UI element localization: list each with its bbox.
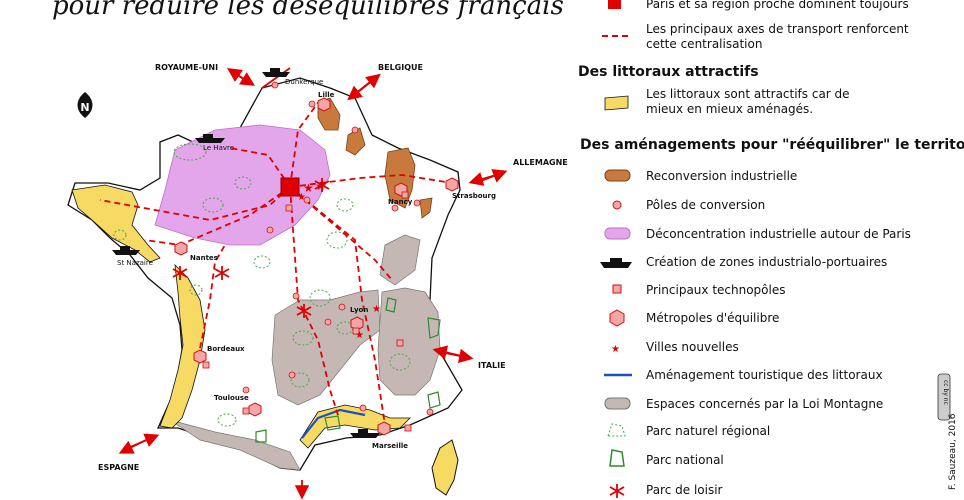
legend-littoraux-line1: Les littoraux sont attractifs car de <box>646 87 850 101</box>
label-nancy: Nancy <box>388 198 413 206</box>
technopoles <box>202 191 412 432</box>
conversion-poles <box>242 81 434 416</box>
legend-icon-ship <box>600 258 632 268</box>
legend: Paris et sa région proche dominent toujo… <box>578 0 964 498</box>
legend-icon-brown-area <box>604 169 631 182</box>
label-spain: ESPAGNE <box>98 463 139 472</box>
legend-item-tourisme: Aménagement touristique des littoraux <box>646 368 883 382</box>
label-belgium: BELGIQUE <box>378 63 423 72</box>
label-nantes: Nantes <box>190 254 218 262</box>
corsica-outline <box>431 439 459 496</box>
paris-square <box>280 177 300 197</box>
legend-icon-violet-area <box>604 227 631 240</box>
credit-text: F. Sauzeau, 2016 <box>948 413 958 490</box>
legend-item-technopoles: Principaux technopôles <box>646 283 786 297</box>
legend-item-villes-nouvelles: Villes nouvelles <box>646 340 739 354</box>
label-uk: ROYAUME-UNI <box>155 63 218 72</box>
legend-icon-square <box>612 284 622 294</box>
legend-icon-yellow-band <box>604 95 629 111</box>
reverse-arrows <box>127 72 497 449</box>
north-letter: N <box>80 101 89 114</box>
legend-icon-grey-area <box>604 397 631 410</box>
littoral-tourism-line <box>301 408 366 439</box>
svg-text:★: ★ <box>355 330 364 341</box>
legend-section-littoraux: Des littoraux attractifs <box>578 64 759 80</box>
label-germany: ALLEMAGNE <box>513 158 568 167</box>
label-st-nazaire: St Nazaire <box>117 259 153 267</box>
label-marseille: Marseille <box>372 442 408 450</box>
label-lille: Lille <box>318 91 335 99</box>
leisure-parks <box>172 178 330 318</box>
label-italy: ITALIE <box>478 361 506 370</box>
label-le-havre: Le Havre <box>203 144 234 152</box>
label-dunkerque: Dunkerque <box>285 78 323 86</box>
paris-deconcentration-area <box>154 124 331 246</box>
legend-axes-line2: cette centralisation <box>646 37 762 51</box>
legend-item-deconcentration: Déconcentration industrielle autour de P… <box>646 227 911 241</box>
credit-block: cc by nc F. Sauzeau, 2016 <box>937 373 958 490</box>
svg-text:★: ★ <box>303 181 314 195</box>
license-badge <box>937 373 951 421</box>
legend-section-amenagements: Des aménagements pour "rééquilibrer" le … <box>580 137 964 153</box>
legend-item-parc-national: Parc national <box>646 453 724 467</box>
legend-icon-red-star <box>609 484 625 498</box>
label-toulouse: Toulouse <box>214 394 249 402</box>
legend-item-poles: Pôles de conversion <box>646 198 765 212</box>
label-bordeaux: Bordeaux <box>207 345 245 353</box>
map-title: pour réduire les déséquilibres français <box>52 0 564 21</box>
svg-text:★: ★ <box>297 192 306 203</box>
legend-item-metropoles: Métropoles d'équilibre <box>646 311 779 325</box>
port-ships <box>112 68 380 438</box>
legend-axes-line1: Les principaux axes de transport renforc… <box>646 22 909 36</box>
label-lyon: Lyon <box>350 306 368 314</box>
legend-item-parc-loisir: Parc de loisir <box>646 483 723 497</box>
legend-icon-paris-square <box>608 0 621 9</box>
national-parks <box>255 297 441 443</box>
svg-text:★: ★ <box>372 304 381 315</box>
legend-icon-small-star: ★ <box>611 344 620 355</box>
legend-icon-green-outline <box>609 449 625 467</box>
legend-icon-circle <box>612 200 622 210</box>
regional-parks <box>113 143 411 427</box>
legend-item-ports: Création de zones industrialo-portuaires <box>646 255 887 269</box>
legend-item-pnr: Parc naturel régional <box>646 424 770 438</box>
metropoles <box>174 97 459 436</box>
legend-icon-hexagon <box>609 309 625 327</box>
legend-icon-dotted-green <box>607 423 626 437</box>
license-badge-text: cc by nc <box>942 380 949 405</box>
legend-item-reconversion: Reconversion industrielle <box>646 169 797 183</box>
attractive-coasts <box>71 184 411 449</box>
north-symbol: N <box>77 92 93 118</box>
label-strasbourg: Strasbourg <box>452 192 496 200</box>
legend-paris: Paris et sa région proche dominent toujo… <box>646 0 909 11</box>
legend-littoraux-line2: mieux en mieux aménagés. <box>646 102 813 116</box>
legend-item-montagne: Espaces concernés par la Loi Montagne <box>646 397 883 411</box>
